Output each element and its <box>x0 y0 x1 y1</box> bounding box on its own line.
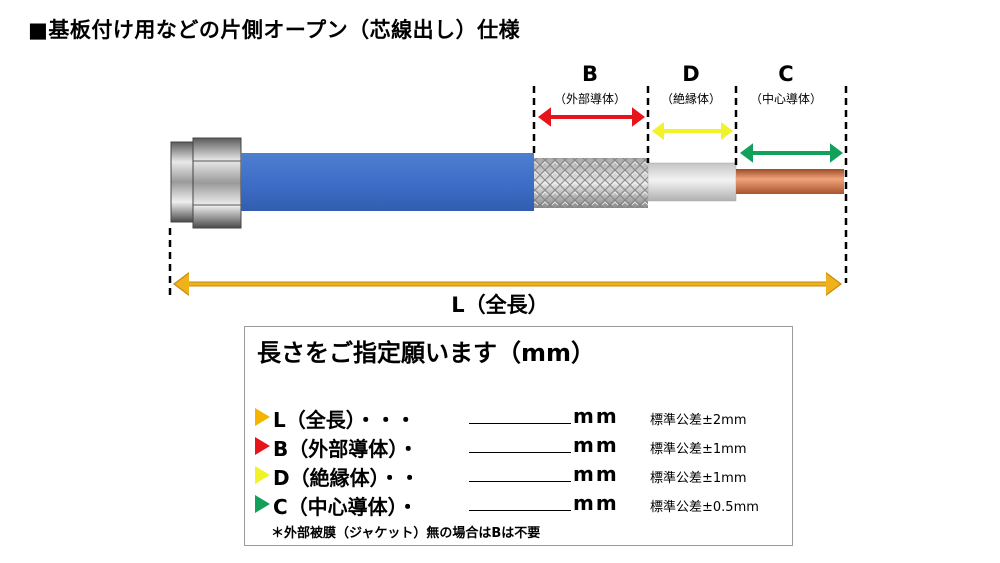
spec-row-l: L（全長）・・・ mm 標準公差±2mm <box>253 404 789 432</box>
page-title: ■基板付け用などの片側オープン（芯線出し）仕様 <box>28 18 521 42</box>
spec-heading: 長さをご指定願います（mm） <box>257 339 596 367</box>
length-entry-blank <box>469 481 571 482</box>
spec-row-unit: mm <box>573 404 619 428</box>
spec-row-label: L（全長）・・・ <box>273 408 416 432</box>
segment-b-label: （外部導体） <box>553 92 626 106</box>
spec-row-tolerance: 標準公差±1mm <box>650 471 747 486</box>
dimension-arrow-c <box>740 143 843 163</box>
spec-row-tolerance: 標準公差±1mm <box>650 442 747 457</box>
dimension-arrow-d <box>652 122 733 140</box>
segment-d-letter: D <box>682 62 700 86</box>
length-entry-blank <box>469 452 571 453</box>
arrow-head-left <box>740 143 753 163</box>
spec-note: ＊外部被膜（ジャケット）無の場合はBは不要 <box>271 526 541 541</box>
arrow-head-left <box>538 107 551 127</box>
segment-d-label: （絶縁体） <box>660 92 721 106</box>
spec-row-c: C（中心導体）・ mm 標準公差±0.5mm <box>253 491 789 519</box>
arrow-head-right <box>721 122 733 140</box>
arrow-head-right <box>826 273 840 295</box>
spec-row-tolerance: 標準公差±2mm <box>650 413 747 428</box>
center-conductor <box>736 169 844 194</box>
triangle-marker-icon <box>255 466 270 484</box>
spec-row-unit: mm <box>573 491 619 515</box>
cable-jacket <box>241 153 534 211</box>
triangle-marker-icon <box>255 408 270 426</box>
spec-row-unit: mm <box>573 462 619 486</box>
triangle-marker-icon <box>255 495 270 513</box>
spec-row-label: C（中心導体）・ <box>273 495 418 519</box>
spec-row-unit: mm <box>573 433 619 457</box>
spec-panel: 長さをご指定願います（mm） L（全長）・・・ mm 標準公差±2mm B（外部… <box>244 326 793 546</box>
arrow-head-left <box>652 122 664 140</box>
triangle-marker-icon <box>255 437 270 455</box>
connector <box>170 137 242 229</box>
length-entry-blank <box>469 510 571 511</box>
spec-row-b: B（外部導体）・ mm 標準公差±1mm <box>253 433 789 461</box>
arrow-head-left <box>175 273 189 295</box>
dimension-arrow-l <box>173 272 842 296</box>
segment-b-letter: B <box>581 62 598 86</box>
dimension-guides <box>168 86 848 296</box>
insulator <box>647 162 737 202</box>
arrow-head-right <box>830 143 843 163</box>
cable-diagram <box>168 86 848 296</box>
arrow-head-right <box>632 107 645 127</box>
spec-row-label: D（絶縁体）・・ <box>273 466 420 490</box>
spec-row-d: D（絶縁体）・・ mm 標準公差±1mm <box>253 462 789 490</box>
outer-conductor-braid <box>534 158 648 208</box>
spec-row-label: B（外部導体）・ <box>273 437 419 461</box>
total-length-label: L（全長） <box>451 293 549 317</box>
segment-c-label: （中心導体） <box>749 92 822 106</box>
length-entry-blank <box>469 423 571 424</box>
segment-c-letter: C <box>778 62 794 86</box>
dimension-arrow-b <box>538 107 645 127</box>
spec-row-tolerance: 標準公差±0.5mm <box>650 500 759 515</box>
